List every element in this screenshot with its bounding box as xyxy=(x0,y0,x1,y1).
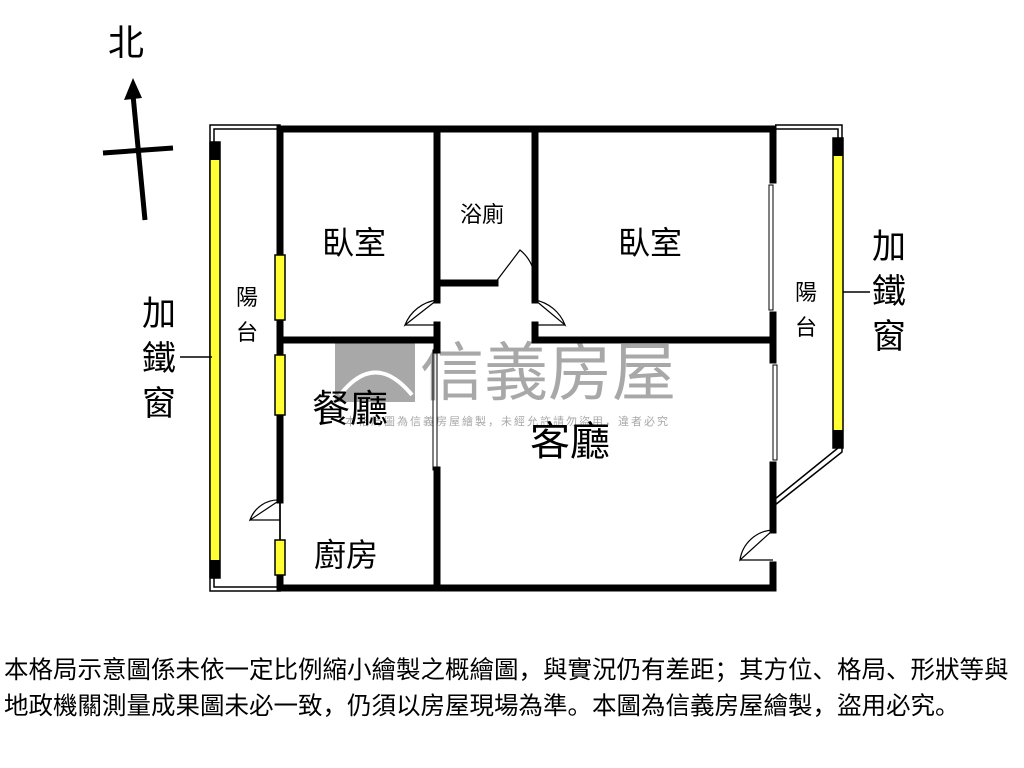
north-arrow-icon: 北 xyxy=(102,23,174,221)
window xyxy=(274,254,286,321)
room-bedroom-right: 臥室 xyxy=(618,224,682,262)
room-bathroom: 浴廁 xyxy=(460,203,504,228)
watermark-notice: 本格局圖為信義房屋繪製，未經允許請勿盜用，違者必究 xyxy=(345,414,670,428)
door-swings xyxy=(248,249,774,562)
disclaimer-text: 本格局示意圖係未依一定比例縮小繪製之概繪圖，與實況仍有差距；其方位、格局、形狀等… xyxy=(4,655,1009,720)
window-left-label: 加鐵窗 xyxy=(142,294,176,424)
room-balcony-left: 陽台 xyxy=(236,286,258,346)
room-bedroom-left: 臥室 xyxy=(322,224,386,262)
room-dining: 餐廳 xyxy=(312,387,388,431)
window-right xyxy=(832,137,844,449)
room-kitchen: 廚房 xyxy=(314,536,378,574)
sliding-doors xyxy=(432,184,778,471)
svg-text:台: 台 xyxy=(795,316,817,341)
window xyxy=(274,539,286,576)
svg-text:陽: 陽 xyxy=(236,286,258,311)
floor-plan: 信義房屋 本格局圖為信義房屋繪製，未經允許請勿盜用，違者必究 北 xyxy=(102,23,870,592)
north-label: 北 xyxy=(108,23,144,64)
window xyxy=(274,354,286,416)
room-living: 客廳 xyxy=(530,419,610,465)
room-balcony-right: 陽台 xyxy=(795,281,817,341)
window-right-label: 加鐵窗 xyxy=(872,227,906,357)
watermark: 信義房屋 本格局圖為信義房屋繪製，未經允許請勿盜用，違者必究 xyxy=(335,337,676,428)
window-left xyxy=(209,141,221,579)
svg-text:陽: 陽 xyxy=(795,281,817,306)
watermark-brand: 信義房屋 xyxy=(420,337,676,411)
walls xyxy=(276,125,777,592)
svg-text:台: 台 xyxy=(236,321,258,346)
